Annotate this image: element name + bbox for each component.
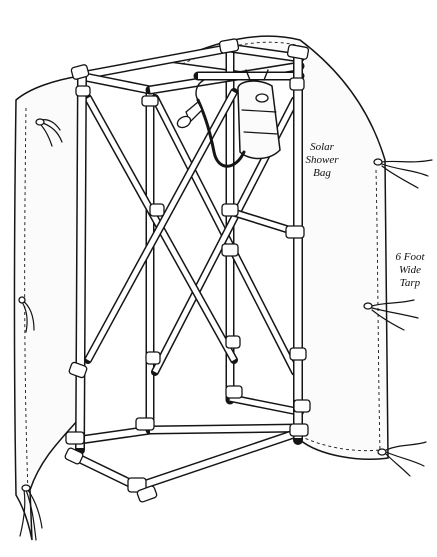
tarp-label-line-1: 6 Foot xyxy=(395,251,425,263)
tie-strings xyxy=(18,118,433,541)
tarp xyxy=(13,35,389,541)
tarp-label: 6 Foot Wide Tarp xyxy=(395,251,425,289)
tarp-label-line-2: Wide xyxy=(399,264,421,276)
front-left-pole xyxy=(75,69,87,455)
tarp-hem-top xyxy=(181,41,301,65)
joints xyxy=(64,38,311,503)
tarp-right-panel xyxy=(167,35,389,460)
bag-label-line-2: Shower xyxy=(306,154,340,166)
tarp-hem-right xyxy=(375,169,381,453)
bag-label-line-1: Solar xyxy=(310,141,335,153)
bag-label-line-3: Bag xyxy=(313,167,331,179)
shower-hose xyxy=(195,79,246,168)
tarp-hem-left xyxy=(24,107,29,493)
front-x-brace xyxy=(84,88,238,364)
tarp-label-line-3: Tarp xyxy=(400,277,421,289)
middle-rung xyxy=(228,208,300,236)
shower-head xyxy=(176,100,203,129)
solar-shower-bag-label: Solar Shower Bag xyxy=(306,141,340,179)
solar-shower-bag xyxy=(237,69,281,160)
bottom-frame xyxy=(69,394,305,493)
